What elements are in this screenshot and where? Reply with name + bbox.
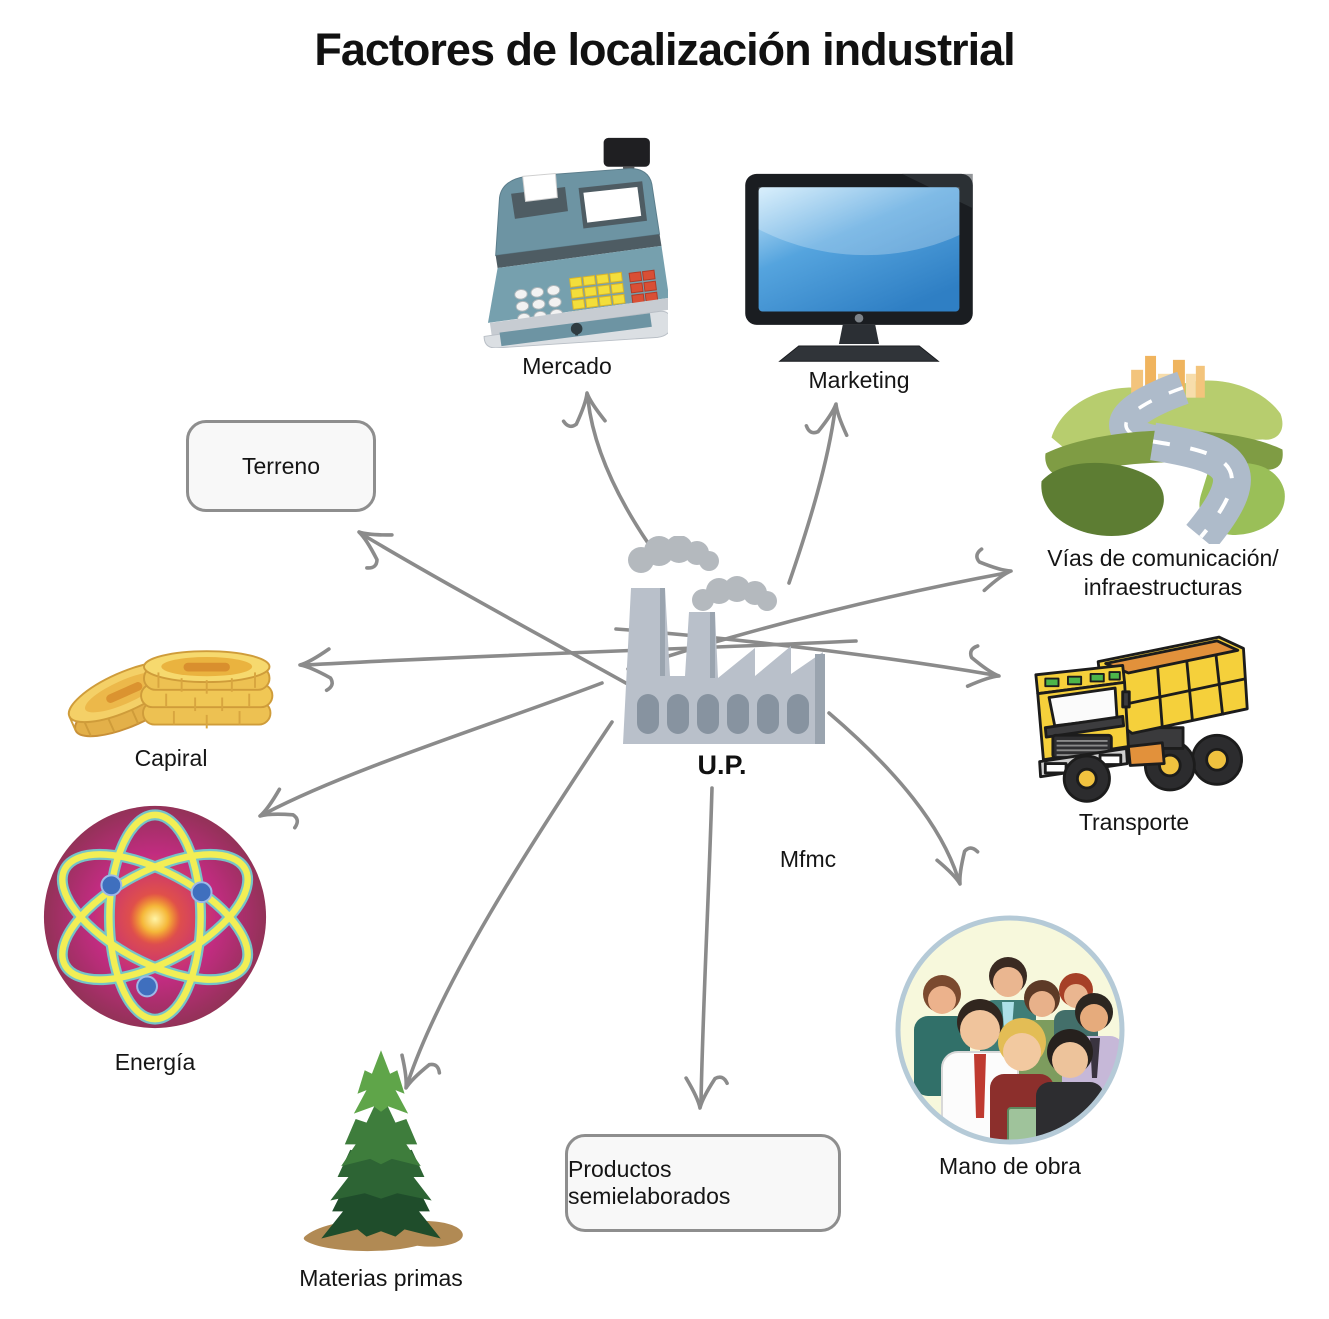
arrow-to-vias xyxy=(626,547,1013,671)
terreno-label: Terreno xyxy=(242,452,320,479)
arrow-to-materias xyxy=(400,720,614,1090)
arrow-to-productos xyxy=(684,786,729,1110)
cash-register-icon xyxy=(483,137,668,348)
arrow-to-transporte xyxy=(614,627,1001,688)
road-infrastructure-icon xyxy=(1041,355,1285,544)
vias-label-line1: Vías de comunicación/ xyxy=(1047,545,1279,571)
central-unit-label: U.P. xyxy=(697,750,747,780)
arrow-to-mercado xyxy=(561,391,652,548)
atom-icon xyxy=(43,805,267,1029)
mano-de-obra-label: Mano de obra xyxy=(939,1153,1081,1179)
factory-icon xyxy=(623,536,825,744)
arrow-to-mano xyxy=(827,711,980,886)
pine-tree-icon xyxy=(303,1050,463,1252)
tv-monitor-icon xyxy=(745,173,973,362)
mercado-label: Mercado xyxy=(522,353,612,379)
page-title: Factores de localización industrial xyxy=(314,24,1015,75)
vias-label-line2: infraestructuras xyxy=(1083,574,1243,601)
vias-label: Vías de comunicación/ infraestructuras xyxy=(1003,544,1323,603)
arrow-to-marketing xyxy=(787,402,849,585)
capiral-label: Capiral xyxy=(134,745,208,771)
arrow-to-terreno xyxy=(357,530,644,694)
marketing-label: Marketing xyxy=(808,367,910,393)
transporte-label: Transporte xyxy=(1078,809,1190,835)
workers-group-icon xyxy=(895,915,1125,1145)
materias-primas-label: Materias primas xyxy=(299,1265,463,1291)
energia-label: Energía xyxy=(114,1049,196,1075)
coins-icon xyxy=(67,650,274,738)
productos-label: Productos semielaborados xyxy=(568,1156,731,1209)
mfmc-label: Mfmc xyxy=(779,846,837,872)
dump-truck-icon xyxy=(1034,635,1249,803)
arrow-to-energia xyxy=(258,681,604,830)
productos-box: Productos semielaborados xyxy=(565,1134,841,1232)
terreno-box: Terreno xyxy=(186,420,376,512)
